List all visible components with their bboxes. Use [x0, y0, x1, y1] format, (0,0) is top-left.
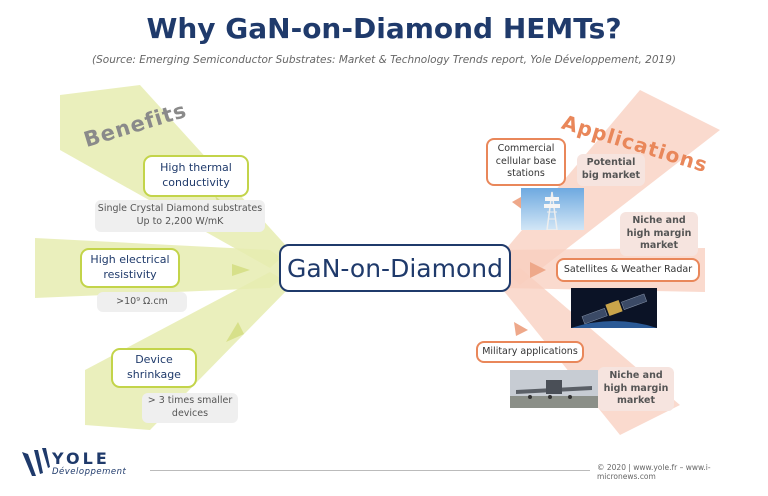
page-source: (Source: Emerging Semiconductor Substrat…: [92, 54, 676, 66]
benefit-note-line: Up to 2,200 W/mK: [136, 216, 224, 227]
benefit-note-line: devices: [171, 408, 209, 419]
center-box: GaN-on-Diamond: [279, 244, 511, 292]
page-title: Why GaN-on-Diamond HEMTs?: [146, 12, 622, 45]
application-note-military: Niche and high margin market: [598, 367, 674, 411]
chevron-icon: [226, 322, 244, 342]
chevron-icon: [530, 262, 546, 278]
footer-copyright: © 2020 | www.yole.fr – www.i-micronews.c…: [597, 463, 711, 481]
benefit-label: High electrical resistivity: [90, 253, 170, 281]
benefit-note-shrinkage: > 3 times smaller devices: [142, 393, 238, 423]
yole-logo-icon: [22, 448, 50, 476]
benefit-note-line: >10⁹ Ω.cm: [116, 295, 168, 307]
footer-divider: [150, 470, 590, 471]
benefit-note-thermal: Single Crystal Diamond substrates Up to …: [95, 200, 265, 232]
benefit-note-resistivity: >10⁹ Ω.cm: [97, 292, 187, 312]
application-note: Potential big market: [581, 157, 641, 181]
benefit-box-resistivity: High electrical resistivity: [80, 248, 180, 288]
application-box-satellite: Satellites & Weather Radar: [556, 258, 700, 282]
application-label: Military applications: [482, 345, 578, 357]
application-note-satellite: Niche and high margin market: [620, 212, 698, 256]
cell-tower-image: [521, 188, 584, 230]
logo-subtitle: Développement: [52, 467, 127, 477]
application-box-military: Military applications: [476, 341, 584, 363]
satellite-image: [571, 288, 657, 328]
chevron-icon: [514, 322, 528, 336]
application-arrow-top: [495, 90, 720, 285]
military-aircraft-image: [510, 370, 598, 408]
chevron-icon: [232, 264, 250, 276]
application-note: Niche and high margin market: [603, 369, 669, 407]
benefit-label: Device shrinkage: [127, 353, 181, 381]
application-label: Satellites & Weather Radar: [563, 263, 693, 275]
benefit-box-thermal: High thermal conductivity: [143, 155, 249, 197]
application-note-cellular: Potential big market: [577, 154, 645, 186]
application-note: Niche and high margin market: [626, 214, 692, 252]
logo-text: YOLE: [52, 449, 110, 468]
benefit-box-shrinkage: Device shrinkage: [111, 348, 197, 388]
benefit-note-line: > 3 times smaller: [147, 395, 233, 407]
benefit-label: High thermal conductivity: [160, 161, 232, 189]
benefit-note-line: Single Crystal Diamond substrates: [97, 203, 263, 215]
application-box-cellular: Commercial cellular base stations: [486, 138, 566, 186]
application-label: Commercial cellular base stations: [495, 142, 557, 180]
